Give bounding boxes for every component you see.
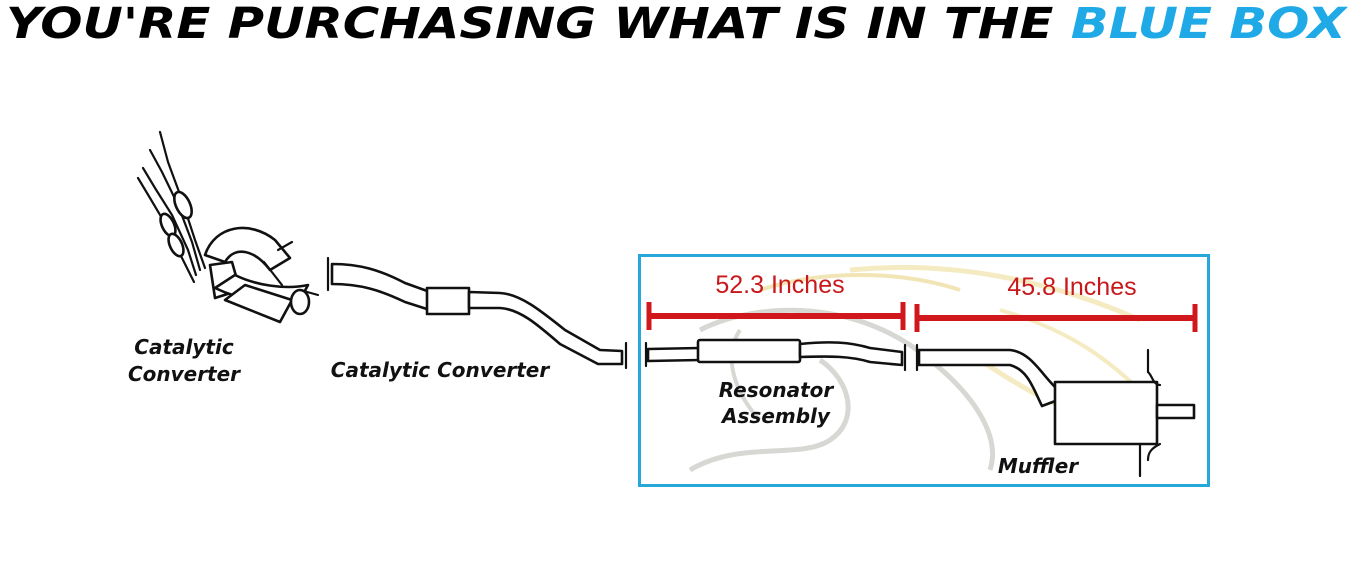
blue-box bbox=[638, 254, 1210, 487]
measurement-right-label: 45.8 Inches bbox=[1007, 273, 1136, 301]
muffler-section bbox=[915, 343, 1196, 478]
headline-prefix: YOU'RE PURCHASING WHAT IS IN THE bbox=[6, 0, 1053, 49]
headline: YOU'RE PURCHASING WHAT IS IN THE BLUE BO… bbox=[6, 0, 1348, 49]
label-front-pipe: Catalytic Converter bbox=[331, 358, 551, 382]
label-manifold-line2: Converter bbox=[128, 362, 241, 386]
measurement-left-label: 52.3 Inches bbox=[715, 271, 844, 299]
measurement-left: 52.3 Inches bbox=[646, 271, 906, 330]
headline-highlight: BLUE BOX bbox=[1071, 0, 1348, 49]
label-resonator-line2: Assembly bbox=[720, 404, 831, 428]
front-pipe-catalytic-converter bbox=[326, 256, 628, 370]
manifold-catalytic-converter bbox=[136, 130, 320, 324]
label-muffler: Muffler bbox=[998, 454, 1079, 478]
measurement-right: 45.8 Inches bbox=[914, 273, 1198, 332]
headline-text: YOU'RE PURCHASING WHAT IS IN THE BLUE BO… bbox=[6, 0, 1348, 49]
label-resonator-line1: Resonator bbox=[719, 378, 835, 402]
label-manifold-line1: Catalytic bbox=[134, 335, 234, 359]
resonator-assembly bbox=[644, 338, 907, 372]
